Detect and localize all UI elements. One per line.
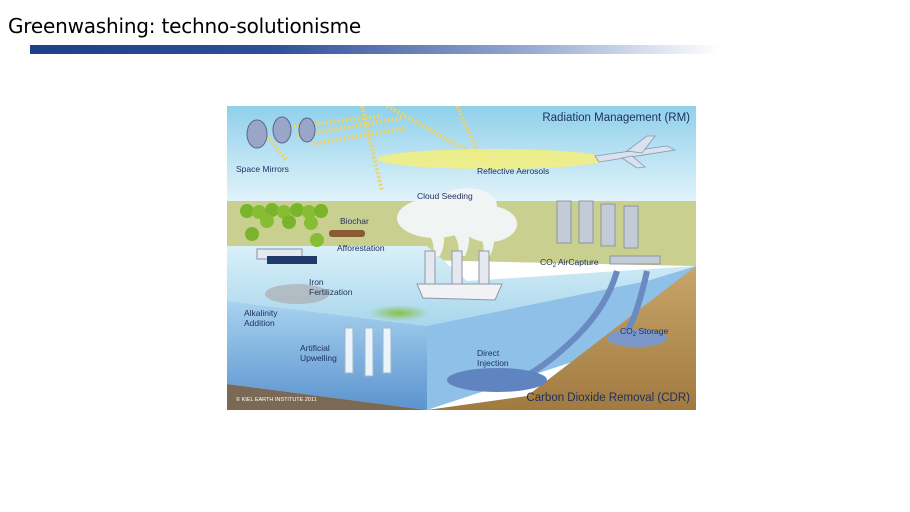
algae-bloom (369, 305, 429, 321)
deep-ocean-left (227, 301, 427, 410)
iron-particles (265, 284, 329, 304)
co2-pipeline (515, 270, 620, 384)
airplane-icon (594, 135, 677, 169)
cloud-seeding-plume (397, 188, 517, 256)
co2-storage-label: CO2 Storage (620, 326, 668, 338)
co2-aircapture-label: CO2 AirCapture (540, 257, 599, 269)
co2-pipeline-branch (624, 270, 650, 333)
cdr-section-label: Carbon Dioxide Removal (CDR) (526, 392, 690, 404)
space-mirrors-label: Space Mirrors (236, 164, 289, 174)
afforestation-trees-icon (240, 203, 328, 247)
direct-injection-lake (447, 368, 547, 392)
aerosol-cloud (377, 149, 607, 169)
sunbeam-rays (265, 106, 488, 192)
co2-storage-reservoir (607, 329, 667, 347)
ground-cross-section (427, 266, 696, 410)
space-mirrors-icon (246, 116, 316, 149)
upwelling-pipes-icon (344, 327, 392, 377)
title-underline-bar (30, 45, 720, 54)
rm-section-label: Radiation Management (RM) (542, 112, 690, 124)
biochar-icon (329, 230, 365, 237)
air-capture-towers-icon (556, 200, 661, 265)
cloud-seeding-label: Cloud Seeding (417, 191, 473, 201)
cloud-seeding-ship-icon (416, 250, 503, 301)
biochar-label: Biochar (340, 216, 369, 226)
iron-fertilization-ship-icon (256, 248, 317, 264)
slide-title: Greenwashing: techno-solutionisme (8, 14, 361, 38)
copyright-credit: © KIEL EARTH INSTITUTE 2011 (236, 396, 317, 403)
afforestation-label: Afforestation (337, 243, 385, 253)
seabed (227, 384, 427, 410)
geoengineering-illustration: Radiation Management (RM) Carbon Dioxide… (227, 106, 696, 410)
reflective-aerosols-label: Reflective Aerosols (477, 166, 549, 176)
